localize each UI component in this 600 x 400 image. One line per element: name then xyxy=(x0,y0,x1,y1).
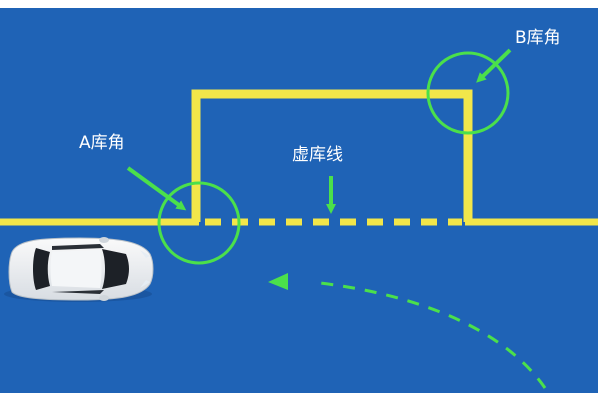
car-icon xyxy=(4,237,154,302)
b-corner-circle-marker xyxy=(426,51,510,135)
dashed-line-label: 虚库线 xyxy=(292,145,343,165)
b-corner-arrow-icon xyxy=(476,48,512,83)
a-corner-arrow-icon xyxy=(126,166,187,211)
driving-path-curve xyxy=(319,281,547,389)
a-corner-label: A库角 xyxy=(79,133,125,153)
driving-path-arrow-icon xyxy=(268,273,288,290)
a-corner-circle-marker xyxy=(157,181,241,265)
background xyxy=(0,8,598,393)
b-corner-label: B库角 xyxy=(515,28,561,48)
parking-bay-outline xyxy=(191,89,473,222)
